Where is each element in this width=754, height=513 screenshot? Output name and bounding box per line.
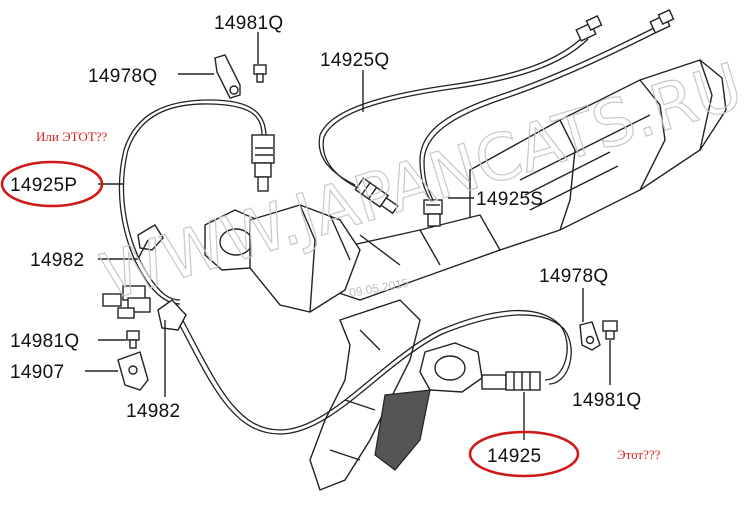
down-pipe <box>309 299 421 491</box>
sensor-14925Q <box>354 177 399 215</box>
wire-14925P <box>122 103 263 301</box>
hardware <box>117 54 618 391</box>
note-lower: Этот??? <box>617 447 661 462</box>
label-14982-lower: 14982 <box>126 401 180 422</box>
lower-flange-hole <box>434 355 466 381</box>
clamp-14982-lower <box>157 299 187 331</box>
highlight-14925P <box>0 160 104 208</box>
sensor-14925S <box>423 199 443 227</box>
label-14925: 14925 <box>487 446 541 467</box>
label-14925S: 14925S <box>476 189 543 210</box>
label-14981Q-right: 14981Q <box>572 390 641 411</box>
label-14978Q-top: 14978Q <box>88 66 157 87</box>
exhaust-assembly <box>204 59 727 491</box>
wire-14925S <box>419 24 661 201</box>
sensor-14925P <box>251 134 275 192</box>
label-14978Q-right: 14978Q <box>539 266 608 287</box>
lower-pipe-shadow <box>374 389 431 471</box>
label-14981Q-left: 14981Q <box>10 331 79 352</box>
label-14907: 14907 <box>10 362 64 383</box>
wire-14925Q <box>318 34 586 186</box>
connector-lower-left <box>102 293 122 307</box>
clamp-14982-upper <box>137 224 164 251</box>
connectors <box>102 9 675 319</box>
sensor-14925 <box>481 371 541 391</box>
label-14925Q: 14925Q <box>320 50 389 71</box>
note-upper: Или ЭТОТ?? <box>36 129 108 144</box>
label-14982-upper: 14982 <box>30 250 84 271</box>
front-converter <box>249 204 361 313</box>
bolt-14981Q-top <box>253 64 267 83</box>
highlight-14925 <box>468 430 580 478</box>
wire-14925 <box>179 309 568 431</box>
bolt-14981Q-right <box>602 320 618 340</box>
bolt-14981Q-left <box>126 330 140 349</box>
oxygen-sensors <box>251 134 541 391</box>
label-14925P: 14925P <box>10 175 77 196</box>
label-14981Q-top: 14981Q <box>214 13 283 34</box>
part-labels: 14981Q 14978Q 14925Q 14925P 14925S 14982… <box>10 13 641 467</box>
sensor-wires <box>118 24 664 435</box>
